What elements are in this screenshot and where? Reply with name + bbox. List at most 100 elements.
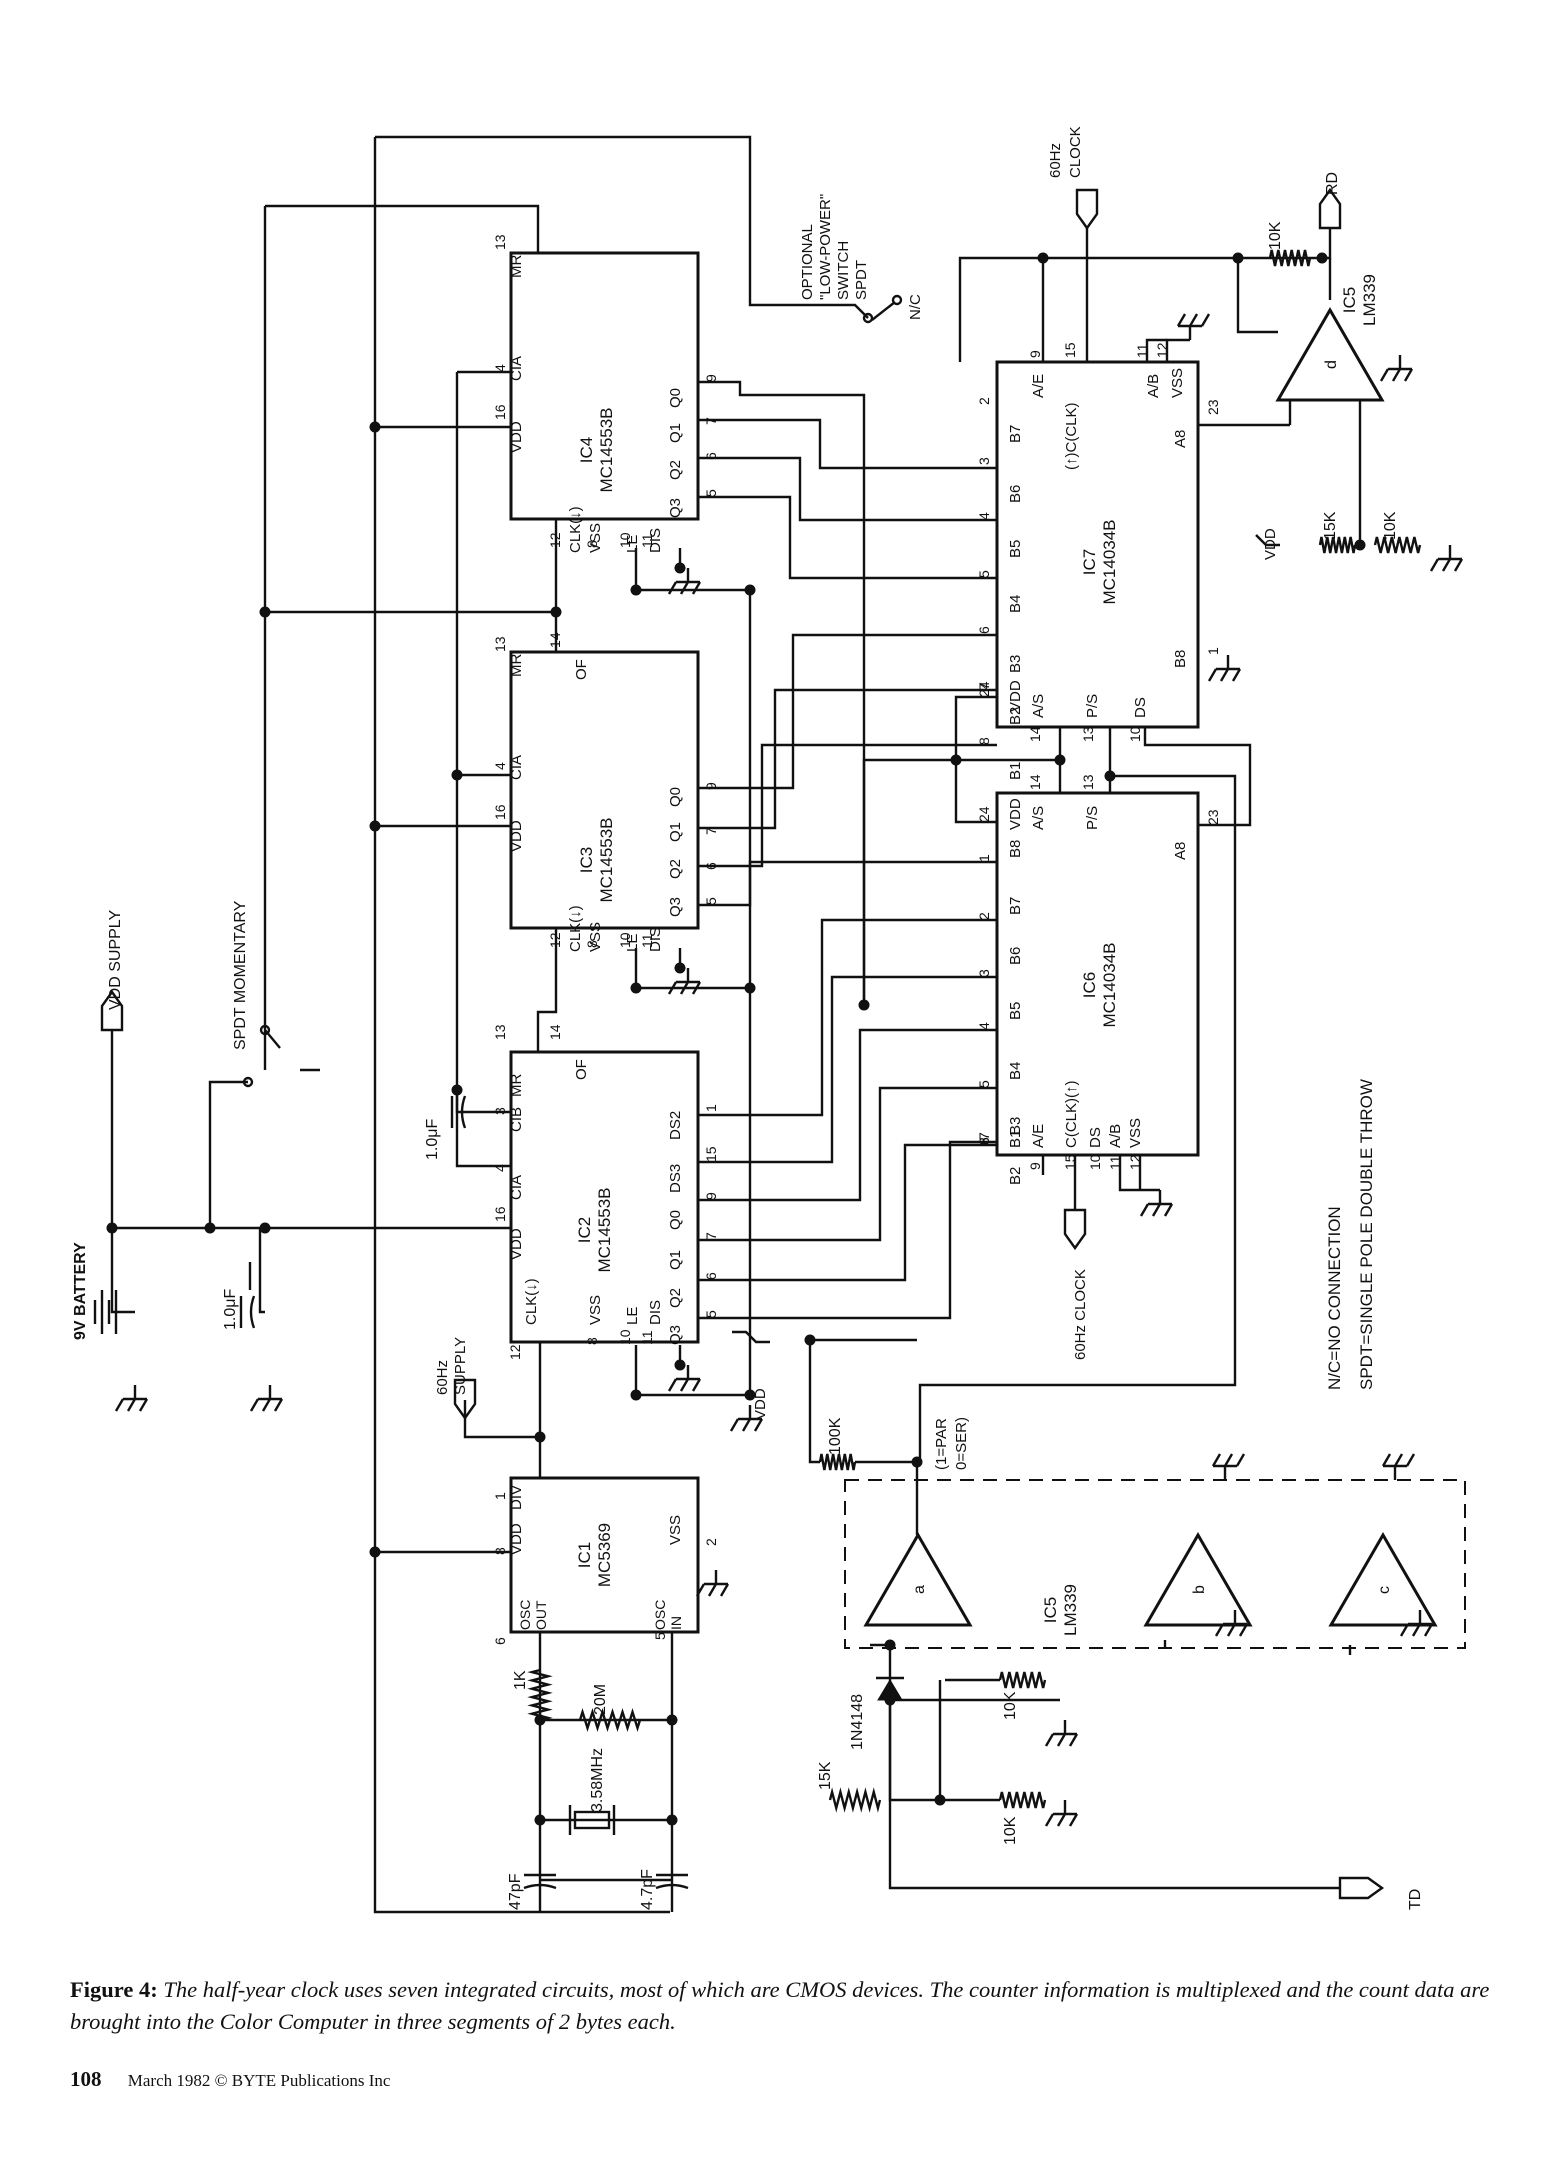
wire — [1236, 258, 1278, 334]
ground-symbol — [1139, 1190, 1174, 1217]
comparator-body — [1143, 1532, 1253, 1627]
wire — [1041, 256, 1322, 362]
pin-label: CIA — [508, 1175, 525, 1200]
chip-ref: IC5 — [1041, 1597, 1060, 1623]
ground-symbol — [729, 1405, 764, 1432]
pin-label: Q0 — [667, 787, 684, 807]
chip-part: MC14553B — [595, 1187, 614, 1272]
wire — [634, 1345, 750, 1397]
chip-ic3 — [509, 650, 700, 930]
wire — [698, 1028, 997, 1202]
pin-label: B7 — [1007, 897, 1024, 915]
pin-label: P/S — [1084, 694, 1101, 718]
junction-dot — [534, 1814, 546, 1826]
wire — [698, 633, 997, 790]
pin-label: DS2 — [667, 1111, 684, 1140]
capacitor — [523, 1873, 557, 1890]
pin-number: 8 — [976, 737, 992, 745]
pin-label: IN — [668, 1616, 684, 1630]
junction-dot — [744, 1389, 756, 1401]
ground-hatch — [1176, 313, 1211, 340]
pin-number: 2 — [976, 397, 992, 405]
pin-number: 5 — [976, 570, 992, 578]
pin-label: B1 — [1007, 762, 1024, 780]
pin-number: 5 — [976, 1080, 992, 1088]
wire — [208, 1080, 248, 1228]
pin-number: 1 — [492, 1492, 508, 1500]
ground-symbol — [1207, 655, 1242, 682]
pin-number: 9 — [1027, 350, 1043, 358]
chip-part: MC14034B — [1100, 942, 1119, 1027]
pin-number: 5 — [703, 1310, 719, 1318]
pin-number: 16 — [492, 1206, 508, 1222]
par-ser-label: (1=PAR — [933, 1418, 950, 1470]
pin-number: 12 — [1154, 342, 1170, 358]
pin-number: 13 — [492, 1024, 508, 1040]
wire — [375, 135, 869, 319]
clock-flag-ic6 — [1063, 1208, 1087, 1251]
pin-label: OF — [573, 659, 590, 680]
ground-symbol — [667, 568, 702, 595]
pin-number: 1 — [1205, 647, 1221, 655]
pin-label: B5 — [1007, 540, 1024, 558]
pin-label: LE — [624, 1307, 641, 1325]
pin-number: 4 — [976, 1022, 992, 1030]
chip-ic4 — [509, 251, 700, 521]
pin-number: 6 — [976, 1137, 992, 1145]
ground-symbol — [1429, 545, 1464, 572]
chip-ic2 — [509, 1050, 700, 1344]
pin-number: 14 — [1027, 774, 1043, 790]
ground-symbol — [667, 1365, 702, 1392]
chip-ic1 — [509, 1476, 700, 1634]
ground-symbol — [1176, 313, 1211, 340]
junction-dot — [666, 1714, 678, 1726]
pin-label: Q0 — [667, 1210, 684, 1230]
pin-number: 6 — [492, 1637, 508, 1645]
resistor-value: 100K — [827, 1417, 844, 1455]
figure-caption-text: The half-year clock uses seven integrate… — [70, 1977, 1490, 2034]
pin-label: A8 — [1172, 430, 1189, 448]
rd-flag — [1318, 187, 1342, 230]
pin-label: CLK(↓) — [523, 1278, 540, 1325]
comparator-b: b — [1143, 1532, 1253, 1627]
junction-dot — [1354, 539, 1366, 551]
pin-number: 9 — [703, 782, 719, 790]
pin-label: VSS — [1169, 368, 1186, 398]
resistor — [1318, 536, 1357, 554]
optional-switch-label: "LOW-POWER" — [817, 194, 834, 300]
pin-number: 1 — [976, 854, 992, 862]
pin-label: Q2 — [667, 859, 684, 879]
footer-text: March 1982 © BYTE Publications Inc — [127, 2071, 391, 2090]
wire — [265, 204, 540, 253]
comparator-letter: c — [1376, 1586, 1393, 1594]
chip-ref: IC4 — [577, 437, 596, 463]
wire — [698, 456, 997, 522]
resistor — [1373, 536, 1422, 554]
pin-label: DS — [1087, 1127, 1104, 1148]
ground-hatch — [1379, 355, 1414, 382]
pin-label: VSS — [587, 922, 604, 952]
pin-number: 24 — [976, 681, 992, 697]
pin-number: 11 — [1134, 343, 1150, 358]
junction-dot — [204, 1222, 216, 1234]
pin-label: Q1 — [667, 423, 684, 443]
pin-label: DIS — [647, 1300, 664, 1325]
legend-nc: N/C=NO CONNECTION — [1325, 1206, 1344, 1390]
pin-number: 10 — [617, 932, 633, 948]
wire — [1145, 338, 1167, 362]
pin-label: P/S — [1084, 806, 1101, 830]
wire — [1165, 338, 1190, 362]
pin-label: B6 — [1007, 947, 1024, 965]
capacitor — [655, 1873, 689, 1890]
ground-hatch — [114, 1385, 149, 1412]
pin-label: A/E — [1030, 374, 1047, 398]
wire — [888, 1700, 1000, 1802]
chip-ref: IC1 — [575, 1542, 594, 1568]
cap-value: 47pF — [507, 1873, 524, 1910]
pin-number: 12 — [547, 932, 563, 948]
td-flag — [1338, 1876, 1385, 1900]
pin-number: 2 — [703, 1538, 719, 1546]
junction-dot — [451, 1084, 463, 1096]
ground-hatch — [1429, 545, 1464, 572]
pin-number: 8 — [976, 1137, 992, 1145]
